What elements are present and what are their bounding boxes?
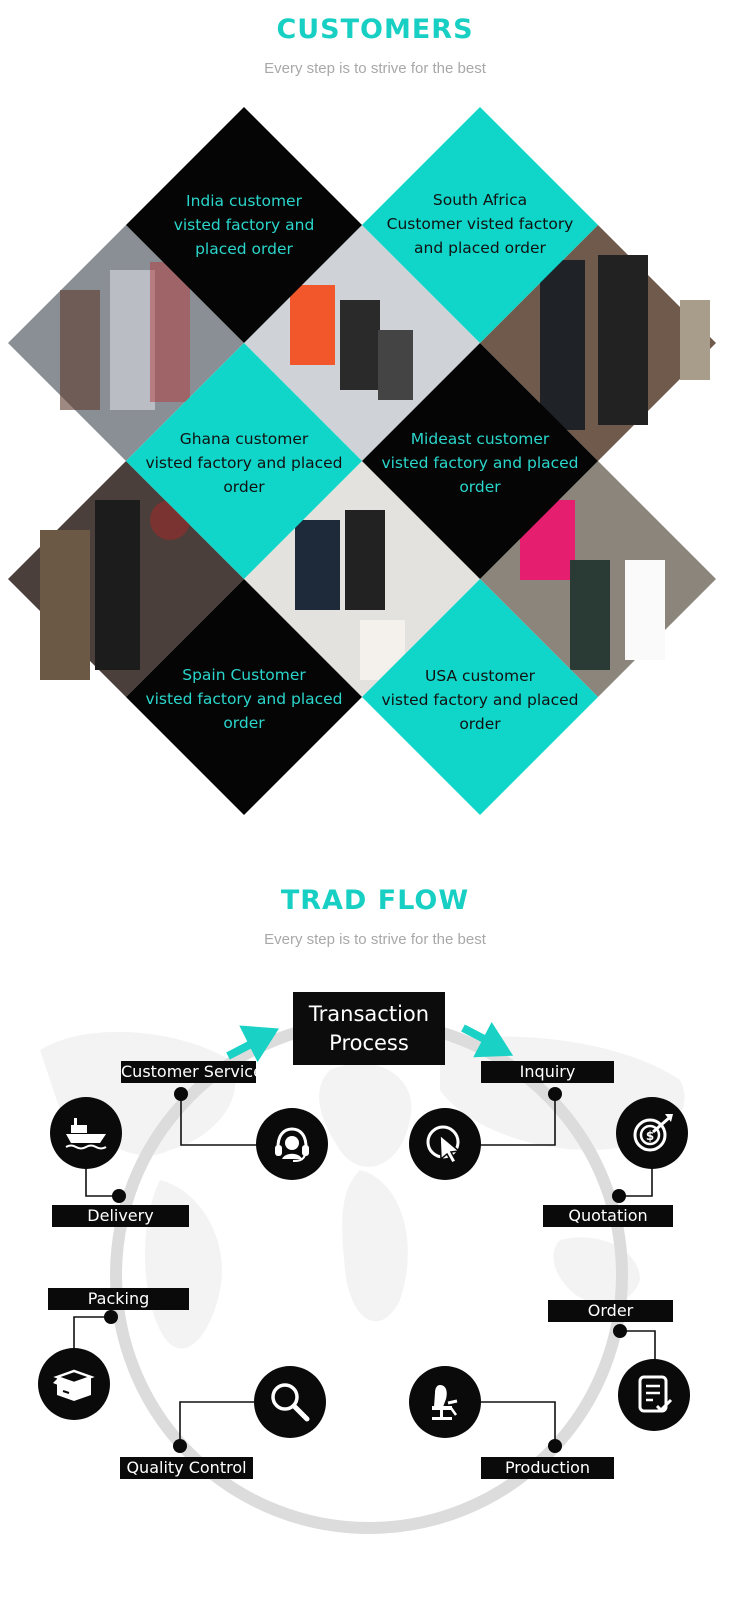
label-quality-control: Quality Control — [120, 1457, 253, 1479]
cursor-icon — [409, 1108, 481, 1180]
tile-south-africa-diamond — [362, 107, 598, 343]
tile-spain-diamond — [126, 579, 362, 815]
connector-dots — [104, 1087, 627, 1453]
connector-lines — [73, 1094, 656, 1446]
headset-icon — [256, 1108, 328, 1180]
label-production: Production — [481, 1457, 614, 1479]
label-inquiry: Inquiry — [481, 1061, 614, 1083]
customer-diamond-grid — [8, 107, 716, 815]
tile-ghana-diamond — [126, 343, 362, 579]
magnifier-icon — [254, 1366, 326, 1438]
ship-icon — [50, 1097, 122, 1169]
transaction-process-title: Transaction Process — [293, 992, 445, 1065]
label-packing: Packing — [48, 1288, 189, 1310]
tile-usa-diamond — [362, 579, 598, 815]
package-icon — [38, 1348, 110, 1420]
label-quotation: Quotation — [543, 1205, 673, 1227]
barber-chair-icon — [409, 1366, 481, 1438]
customers-title: CUSTOMERS — [276, 14, 474, 45]
label-order: Order — [548, 1300, 673, 1322]
teal-arrows — [226, 1022, 514, 1063]
tile-mideast-diamond — [362, 343, 598, 579]
flow-subtitle: Every step is to strive for the best — [264, 931, 486, 948]
svg-text:$: $ — [646, 1129, 654, 1143]
label-customer-service: Customer Service — [121, 1061, 263, 1083]
customers-subtitle: Every step is to strive for the best — [264, 60, 486, 77]
flow-title: TRAD FLOW — [280, 885, 470, 916]
target-money-icon: $ — [616, 1097, 688, 1169]
document-check-icon — [618, 1359, 690, 1431]
tile-india-diamond — [126, 107, 362, 343]
label-delivery: Delivery — [52, 1205, 189, 1227]
